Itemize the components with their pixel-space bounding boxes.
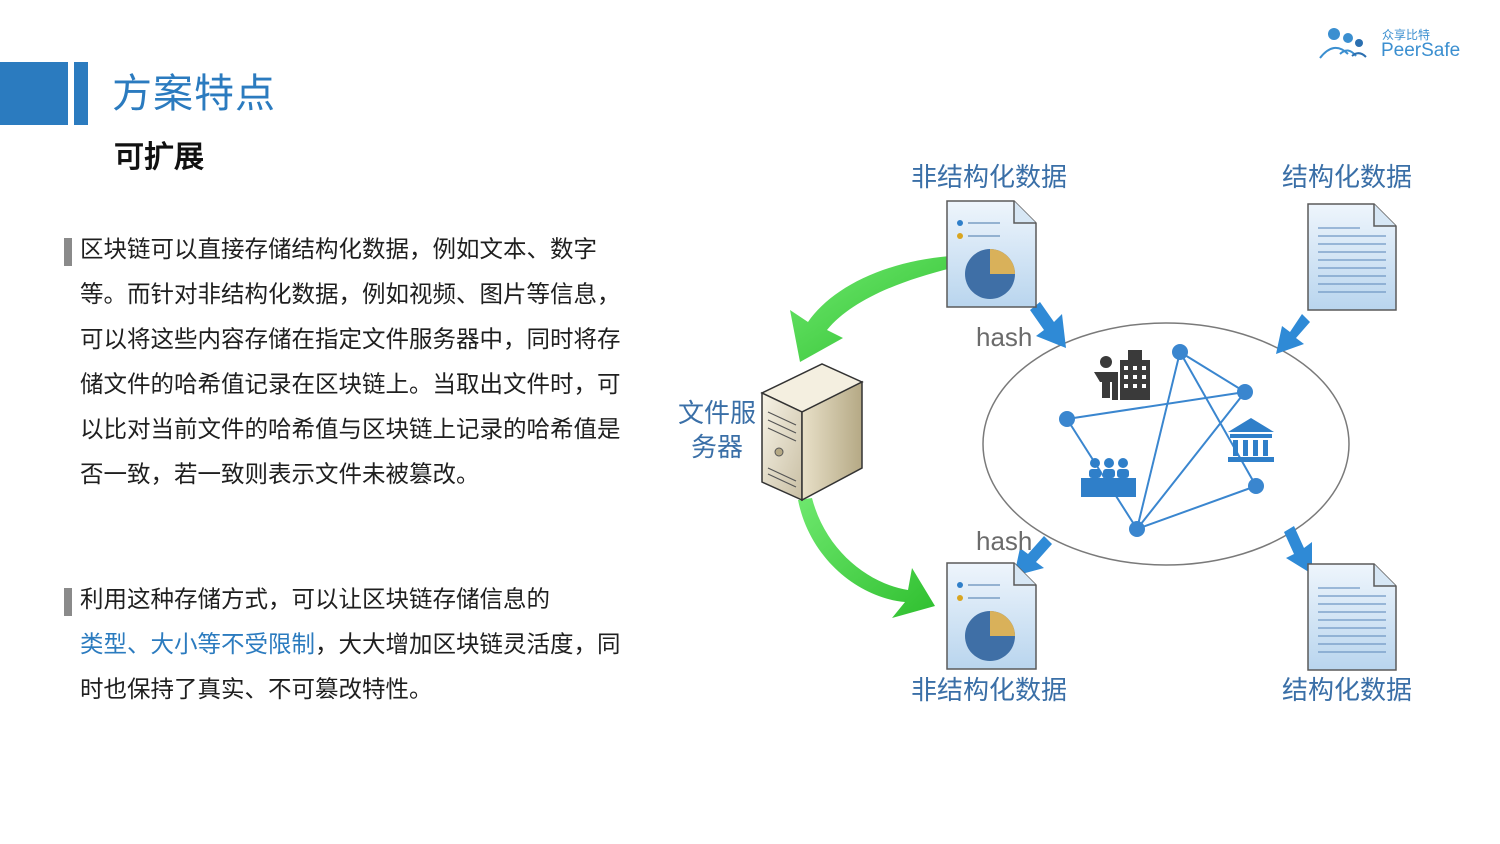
paragraph-2-end: ，大大增加区块链灵活度，同时也保持了真实、不可篡改特性。 [80,630,621,703]
network-node [1059,411,1075,427]
network-node [1248,478,1264,494]
logo-english-text: PeerSafe [1381,40,1461,61]
company-icon [1094,350,1150,400]
title-accent-bar-thin [74,62,88,125]
bank-icon [1228,418,1274,462]
network-node [1129,521,1145,537]
blue-arrows [1014,302,1312,576]
unstructured-document-icon-top [946,200,1037,308]
blue-arrow-structured-bottom [1284,526,1312,574]
structured-document-icon-bottom [1307,563,1397,671]
paragraph-1-text: 区块链可以直接存储结构化数据，例如文本、数字等。而针对非结构化数据，例如视频、图… [80,235,621,488]
paragraph-2-start: 利用这种存储方式，可以让区块链存储信息的 [80,585,550,613]
peersafe-logo [1319,28,1367,59]
structured-document-icon-top [1307,203,1397,311]
meeting-icon [1081,458,1136,497]
file-server-icon [760,363,864,502]
blue-arrow-structured-top [1276,314,1310,354]
blue-arrow-hash-top [1030,302,1066,348]
unstructured-data-label-top: 非结构化数据 [911,163,1068,193]
blue-arrow-hash-bottom [1014,536,1052,576]
structured-data-label-top: 结构化数据 [1282,163,1413,193]
hash-label-top: hash [976,322,1033,352]
paragraph-1: 区块链可以直接存储结构化数据，例如文本、数字等。而针对非结构化数据，例如视频、图… [64,227,624,497]
network-links [1066,351,1257,530]
blockchain-network-ellipse [982,322,1350,566]
file-server-label: 文件服 务器 [676,397,758,465]
file-server-label-line2: 务器 [690,433,743,463]
green-arrow-from-server [798,498,935,618]
bullet-bar [64,588,72,616]
network-node [1172,344,1188,360]
paragraph-2-text: 利用这种存储方式，可以让区块链存储信息的类型、大小等不受限制，大大增加区块链灵活… [64,577,624,712]
file-server-label-line1: 文件服 [677,399,756,429]
unstructured-data-label-bottom: 非结构化数据 [911,676,1068,706]
network-node [1237,384,1253,400]
title-accent-bar [0,62,68,125]
storage-diagram [760,200,1397,671]
logo-chinese-text: 众享比特 [1382,28,1431,42]
bullet-bar [64,238,72,266]
structured-data-label-bottom: 结构化数据 [1282,676,1413,706]
page-title: 方案特点 [112,71,276,117]
paragraph-2-highlight: 类型、大小等不受限制 [80,630,315,658]
hash-label-bottom: hash [976,526,1033,556]
unstructured-document-icon-bottom [946,562,1037,670]
network-nodes [1059,344,1264,537]
green-arrow-to-server [790,256,952,362]
paragraph-2: 利用这种存储方式，可以让区块链存储信息的类型、大小等不受限制，大大增加区块链灵活… [64,577,624,712]
section-subtitle: 可扩展 [114,140,204,175]
